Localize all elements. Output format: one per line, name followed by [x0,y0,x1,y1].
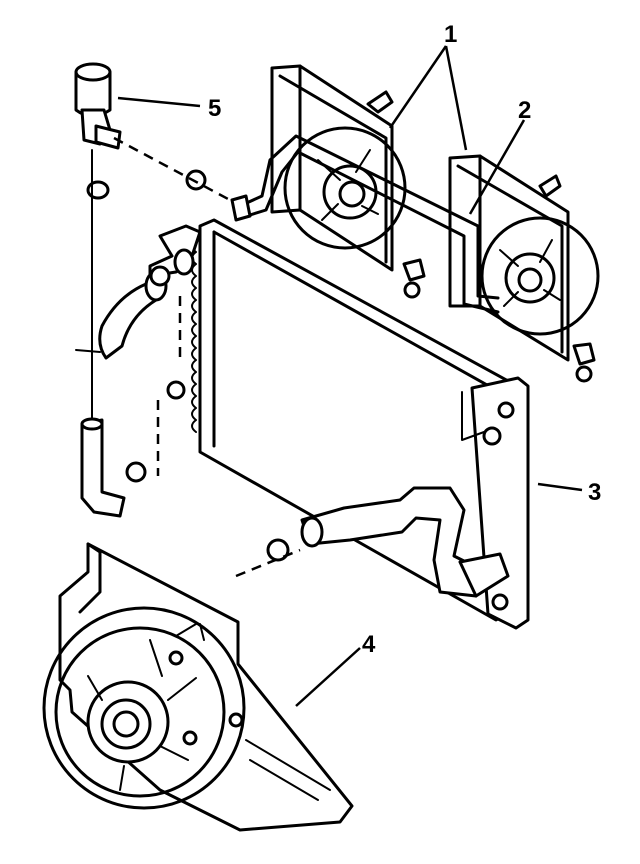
installation-guide-lines [113,136,301,578]
callout-2: 2 [518,97,531,124]
upper-radiator-hose [75,224,202,360]
callout-4: 4 [362,631,376,658]
lower-radiator-hose [300,486,510,598]
reservoir-cap-assembly [74,62,126,518]
lower-fan-assembly [42,542,354,832]
callout-1: 1 [444,21,457,48]
callout-5: 5 [208,95,221,122]
left-fan-shroud [270,64,426,299]
hose-clamps [125,169,502,562]
upper-fan-assembly [270,64,600,383]
right-fan-shroud [448,154,600,383]
callout-leaders [117,45,583,707]
callout-3: 3 [588,479,601,506]
fan-wiring-harness [230,134,500,314]
